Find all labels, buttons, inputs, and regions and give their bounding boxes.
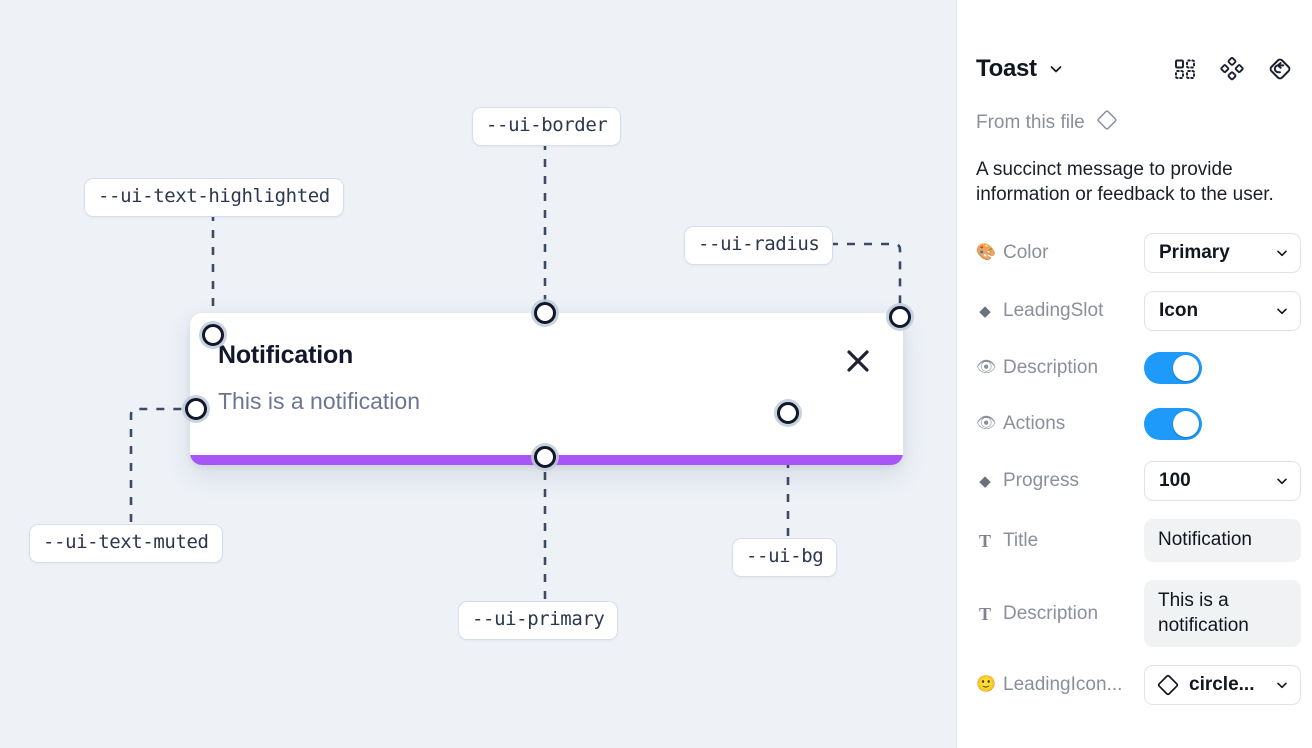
toast-component[interactable]: Notification This is a notification — [190, 313, 903, 465]
property-label-text: LeadingSlot — [1003, 300, 1104, 322]
color-select-value: Primary — [1159, 242, 1230, 264]
eye-emoji-icon: 👁 — [976, 415, 997, 433]
chevron-down-icon[interactable] — [1048, 61, 1064, 77]
connector-dot-ui-text-muted[interactable] — [185, 398, 207, 420]
annotation-pill-ui-text-muted[interactable]: --ui-text-muted — [29, 524, 223, 563]
property-control-progress: 100 — [1144, 461, 1301, 502]
description-text-input[interactable]: This is a notification — [1144, 579, 1301, 648]
toast-title: Notification — [218, 341, 354, 369]
connector-dot-ui-bg[interactable] — [777, 402, 799, 424]
property-control-leadingslot: Icon — [1144, 291, 1301, 332]
chevron-down-icon — [1275, 246, 1289, 260]
property-control-description-visibility — [1144, 352, 1293, 385]
diamond-outline-icon — [1096, 109, 1118, 136]
connector-dot-ui-radius[interactable] — [889, 306, 911, 328]
toggle-knob — [1173, 411, 1199, 438]
color-select[interactable]: Primary — [1144, 233, 1301, 274]
variants-diamonds-icon[interactable] — [1220, 57, 1244, 81]
property-control-leadingicon: circle... — [1144, 665, 1301, 706]
property-row-color: 🎨 Color Primary — [976, 233, 1301, 274]
leadingslot-select-value: Icon — [1159, 300, 1199, 322]
property-label-leadingslot: ◆ LeadingSlot — [976, 300, 1144, 322]
from-this-file-row[interactable]: From this file — [976, 109, 1293, 136]
property-label-color: 🎨 Color — [976, 242, 1144, 264]
property-control-title: Notification — [1144, 519, 1301, 562]
chevron-down-icon — [1275, 304, 1289, 318]
property-label-leadingicon: 🙂 LeadingIcon... — [976, 674, 1144, 696]
connector-dot-ui-text-highlighted[interactable] — [202, 324, 224, 346]
progress-select-value: 100 — [1159, 470, 1191, 492]
palette-emoji-icon: 🎨 — [976, 244, 996, 262]
property-label-text: Actions — [1003, 413, 1066, 435]
panel-header-icons — [1173, 56, 1293, 82]
property-control-color: Primary — [1144, 233, 1301, 274]
property-row-leadingicon: 🙂 LeadingIcon... circle... — [976, 665, 1301, 706]
diamond-outline-icon — [1156, 673, 1180, 697]
properties-panel: Toast — [956, 0, 1312, 748]
property-row-progress: ◆ Progress 100 — [976, 461, 1301, 502]
title-text-input[interactable]: Notification — [1144, 519, 1301, 562]
diamond-icon: ◆ — [979, 472, 991, 490]
annotation-pill-ui-text-highlighted[interactable]: --ui-text-highlighted — [84, 178, 344, 217]
from-this-file-label: From this file — [976, 111, 1085, 133]
description-toggle[interactable] — [1144, 352, 1202, 385]
property-label-description-visibility: 👁 Description — [976, 357, 1144, 379]
smiley-emoji-icon: 🙂 — [976, 676, 996, 694]
leadingicon-select-value: circle... — [1189, 674, 1255, 696]
leadingicon-select[interactable]: circle... — [1144, 665, 1301, 706]
property-row-leadingslot: ◆ LeadingSlot Icon — [976, 291, 1301, 332]
chevron-down-icon — [1275, 474, 1289, 488]
property-label-text: Title — [1003, 529, 1039, 551]
panel-header: Toast — [976, 52, 1293, 86]
leadingslot-select[interactable]: Icon — [1144, 291, 1301, 332]
component-grid-icon[interactable] — [1173, 57, 1197, 81]
design-canvas[interactable]: Notification This is a notification --ui… — [0, 0, 956, 748]
property-row-description-visibility: 👁 Description — [976, 349, 1293, 387]
text-t-icon: T — [978, 603, 991, 624]
annotation-pill-ui-primary[interactable]: --ui-primary — [458, 601, 619, 640]
toggle-knob — [1173, 355, 1199, 382]
reset-instance-icon[interactable] — [1267, 56, 1293, 82]
annotation-pill-ui-bg[interactable]: --ui-bg — [732, 538, 838, 577]
component-description: A succinct message to provide informatio… — [976, 159, 1274, 206]
text-t-icon: T — [978, 530, 991, 551]
close-x-icon[interactable] — [845, 348, 871, 374]
property-label-text: Progress — [1003, 470, 1080, 492]
annotation-connectors — [129, 142, 902, 599]
actions-toggle[interactable] — [1144, 408, 1202, 441]
annotation-pill-ui-border[interactable]: --ui-border — [472, 107, 622, 146]
diamond-icon: ◆ — [979, 302, 991, 320]
toast-body: Notification This is a notification — [190, 313, 903, 465]
property-label-progress: ◆ Progress — [976, 470, 1144, 492]
toast-description: This is a notification — [218, 388, 420, 414]
annotation-pill-ui-radius[interactable]: --ui-radius — [684, 226, 834, 265]
chevron-down-icon — [1275, 678, 1289, 692]
property-label-description-text: T Description — [976, 603, 1144, 625]
property-label-title: T Title — [976, 530, 1144, 552]
property-label-text: LeadingIcon... — [1003, 674, 1123, 696]
property-label-text: Color — [1003, 242, 1049, 264]
property-row-title: T Title Notification — [976, 519, 1301, 562]
connector-dot-ui-border[interactable] — [534, 302, 556, 324]
progress-select[interactable]: 100 — [1144, 461, 1301, 502]
property-label-actions: 👁 Actions — [976, 413, 1144, 435]
component-name-title: Toast — [976, 55, 1037, 82]
property-control-description-text: This is a notification — [1144, 579, 1301, 648]
property-row-actions: 👁 Actions — [976, 405, 1293, 443]
connector-dot-ui-primary[interactable] — [534, 446, 556, 468]
eye-emoji-icon: 👁 — [976, 359, 997, 377]
property-label-text: Description — [1003, 357, 1099, 379]
property-control-actions — [1144, 408, 1293, 441]
property-label-text: Description — [1003, 602, 1099, 624]
property-row-description-text: T Description This is a notification — [976, 579, 1301, 648]
property-list: 🎨 Color Primary ◆ LeadingSlot — [976, 233, 1301, 706]
